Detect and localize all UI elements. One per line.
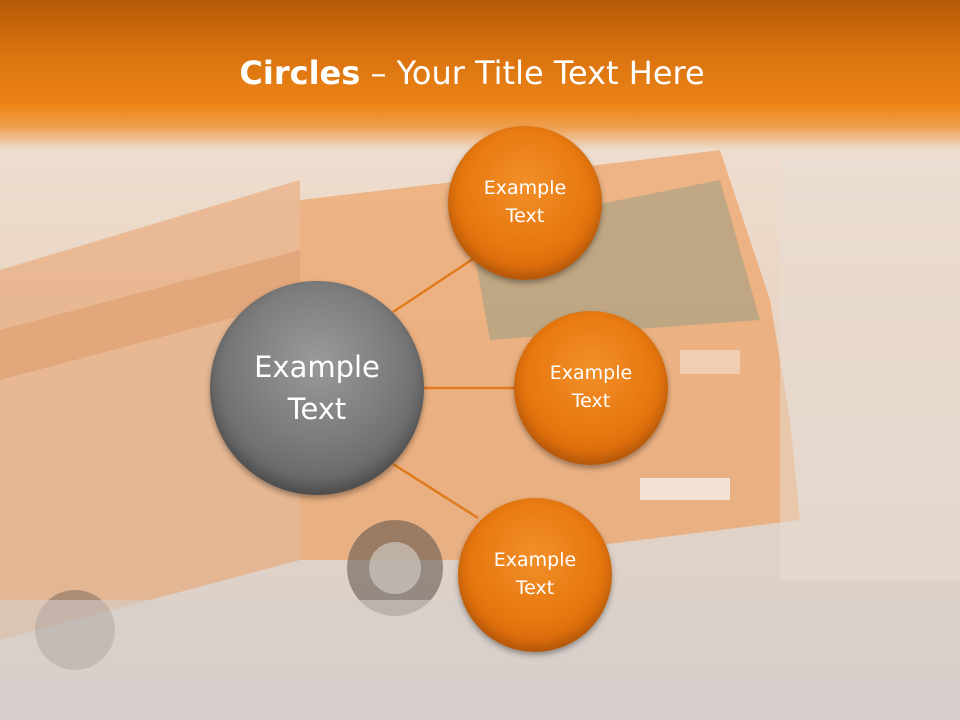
satellite-circle-3-label: Example Text	[493, 549, 577, 599]
satellite-circle-3[interactable]: Example Text	[458, 498, 612, 652]
connector-3	[392, 462, 479, 520]
satellite-circle-2[interactable]: Example Text	[514, 311, 668, 465]
satellite-circle-1-label: Example Text	[483, 177, 567, 227]
header-band	[0, 0, 960, 150]
connector-1	[392, 255, 477, 314]
center-circle[interactable]: Example Text	[210, 281, 424, 495]
title-strong: Circles	[239, 54, 361, 92]
title-rest: – Your Title Text Here	[360, 54, 705, 92]
slide-title: Circles – Your Title Text Here	[0, 54, 944, 92]
satellite-circle-2-label: Example Text	[549, 362, 633, 412]
center-circle-label: Example Text	[254, 349, 380, 426]
satellite-circle-1[interactable]: Example Text	[448, 126, 602, 280]
